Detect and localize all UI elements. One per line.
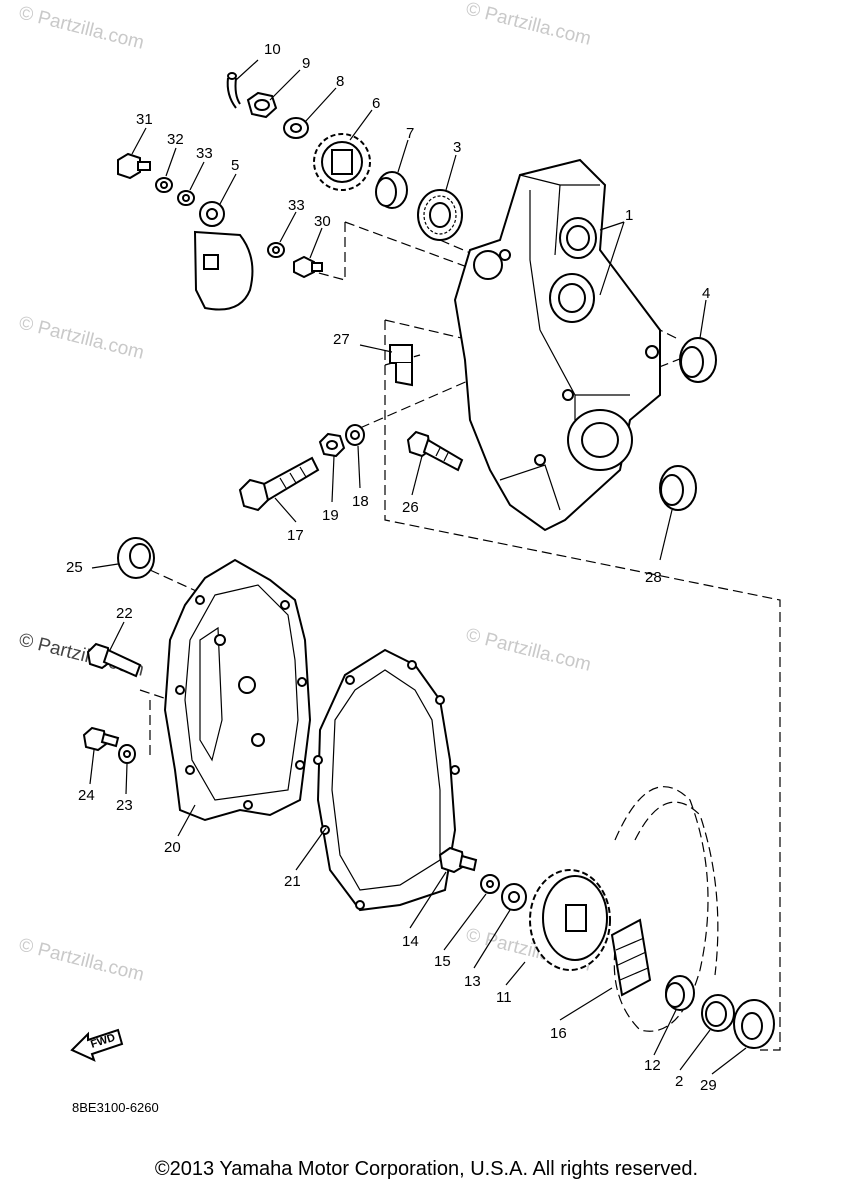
oil-seal-part	[659, 465, 697, 511]
watermark: © Partzilla.com	[464, 0, 593, 50]
callout-12: 12	[644, 1057, 661, 1074]
bolt-part	[293, 255, 323, 279]
callout-25: 25	[66, 559, 83, 576]
bolt-part	[117, 152, 151, 180]
washer-part	[283, 117, 309, 139]
callout-11: 11	[496, 989, 512, 1006]
callout-23: 23	[116, 797, 133, 814]
oil-seal-part	[117, 537, 155, 579]
washer-part	[345, 424, 365, 446]
callout-2: 2	[675, 1073, 683, 1090]
nut-part	[246, 91, 278, 119]
watermark: © Partzilla.com	[464, 624, 593, 675]
callout-5: 5	[231, 157, 239, 174]
bolt-part	[86, 642, 142, 678]
fitting-part	[389, 344, 413, 387]
case-cover-part	[163, 558, 312, 822]
leader-lines	[89, 59, 747, 1075]
bolt-part	[82, 726, 120, 752]
washer-part	[501, 883, 527, 911]
callout-31: 31	[136, 111, 153, 128]
washer-part	[267, 242, 285, 258]
bolt-part	[406, 430, 464, 472]
callout-29: 29	[700, 1077, 717, 1094]
callout-24: 24	[78, 787, 95, 804]
sprocket-part	[529, 869, 611, 971]
callout-26: 26	[402, 499, 419, 516]
callout-3: 3	[453, 139, 461, 156]
callout-1: 1	[625, 207, 633, 224]
callout-33: 33	[196, 145, 213, 162]
callout-27: 27	[333, 331, 350, 348]
washer-part	[155, 177, 173, 193]
callout-18: 18	[352, 493, 369, 510]
callout-9: 9	[302, 55, 310, 72]
callout-28: 28	[645, 569, 662, 586]
watermark: © Partzilla.com	[17, 934, 146, 985]
bearing-part	[417, 189, 463, 241]
copyright-notice: ©2013 Yamaha Motor Corporation, U.S.A. A…	[154, 1158, 699, 1180]
collar-part	[375, 171, 408, 209]
drive-chain-part	[613, 786, 719, 1032]
callout-6: 6	[372, 95, 380, 112]
callout-labels: 10 9 8 6 7 3 1 4 31 32 33 5 33 30 27 17 …	[66, 41, 717, 1094]
bearing-part	[733, 999, 775, 1049]
washer-part	[177, 190, 195, 206]
washer-part	[480, 874, 500, 894]
callout-20: 20	[164, 839, 181, 856]
oil-seal-part	[679, 337, 717, 383]
callout-7: 7	[406, 125, 414, 142]
bracket-part	[193, 201, 254, 311]
callout-15: 15	[434, 953, 451, 970]
circlip-part	[701, 994, 735, 1032]
callout-21: 21	[284, 873, 301, 890]
callout-4: 4	[702, 285, 710, 302]
callout-14: 14	[402, 933, 419, 950]
gasket-part	[313, 648, 460, 912]
watermark: © Partzilla.com	[17, 629, 146, 680]
callout-30: 30	[314, 213, 331, 230]
sprocket-part	[313, 133, 371, 191]
callout-17: 17	[287, 527, 304, 544]
callout-19: 19	[322, 507, 339, 524]
washer-part	[118, 744, 136, 764]
bolt-part	[238, 456, 320, 512]
chain-section-part	[610, 918, 652, 997]
bolt-part	[438, 846, 478, 874]
callout-32: 32	[167, 131, 184, 148]
callout-10: 10	[264, 41, 281, 58]
callout-13: 13	[464, 973, 481, 990]
callout-8: 8	[336, 73, 344, 90]
watermark: © Partzilla.com	[17, 312, 146, 363]
cotter-pin-part	[226, 72, 241, 109]
watermark: © Partzilla.com	[17, 2, 146, 53]
callout-16: 16	[550, 1025, 567, 1042]
chain-case-part	[453, 158, 661, 532]
callout-33: 33	[288, 197, 305, 214]
diagram-code: 8BE3100-6260	[72, 1100, 159, 1115]
nut-part	[318, 432, 346, 458]
forward-arrow-icon: FWD	[70, 1028, 124, 1062]
callout-22: 22	[116, 605, 133, 622]
collar-part	[665, 975, 695, 1011]
